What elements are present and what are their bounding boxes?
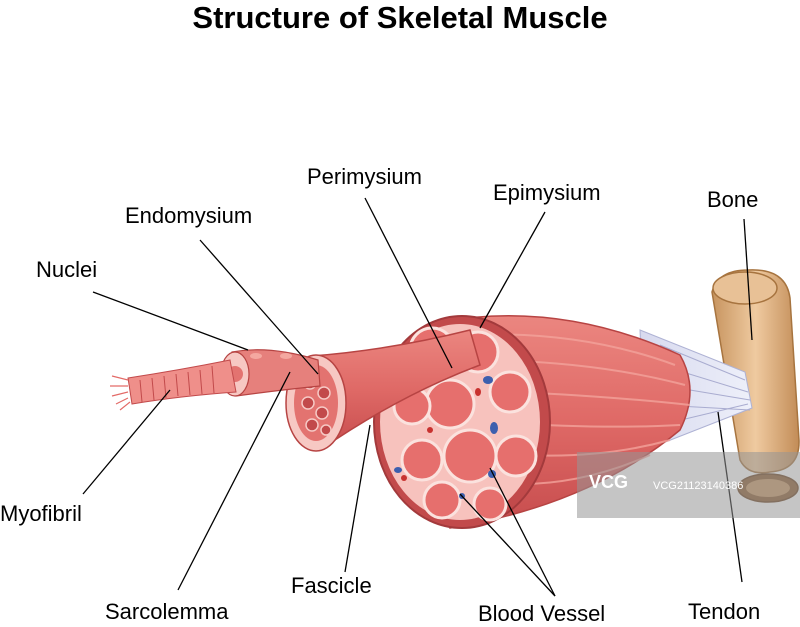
label-bone: Bone	[707, 187, 759, 212]
label-endomysium: Endomysium	[125, 203, 253, 228]
fascicle-leader	[344, 424, 371, 573]
epimysium-leader	[479, 211, 546, 329]
label-myofibril: Myofibril	[0, 501, 82, 526]
label-epimysium: Epimysium	[493, 180, 601, 205]
fascicle	[285, 329, 481, 452]
endomysium-leader	[199, 239, 319, 375]
watermark-logo: VCG	[589, 472, 629, 492]
label-fascicle: Fascicle	[291, 573, 372, 598]
label-sarcolemma: Sarcolemma	[105, 599, 229, 624]
label-blood-vessel: Blood Vessel	[478, 601, 606, 626]
perimysium-leader	[364, 197, 453, 369]
myofibril	[110, 359, 237, 411]
watermark: VCG VCG21123140386	[577, 452, 800, 518]
sarcolemma-leader	[177, 371, 291, 591]
blood-vessel-leader-2	[459, 493, 556, 597]
watermark-id: VCG21123140386	[653, 480, 744, 492]
label-nuclei: Nuclei	[36, 257, 98, 282]
label-tendon: Tendon	[688, 599, 761, 624]
diagram-title: Structure of Skeletal Muscle	[192, 0, 608, 35]
nuclei-leader	[92, 291, 249, 351]
blood-vessel-leader-1	[489, 467, 556, 597]
bone-leader	[743, 218, 753, 341]
label-perimysium: Perimysium	[307, 164, 422, 189]
myofibril-leader	[82, 389, 171, 495]
leader-lines	[82, 197, 753, 597]
